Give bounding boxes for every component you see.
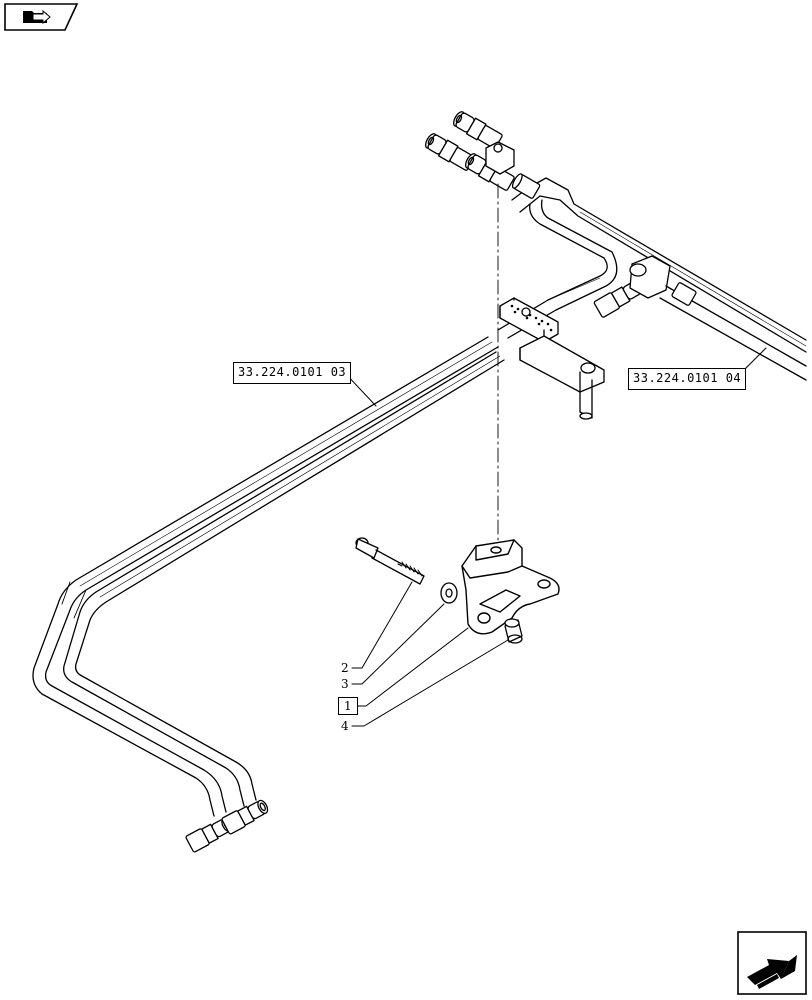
bolt-part-2: [355, 537, 425, 585]
washer-part-3: [440, 582, 458, 604]
right-junction: [593, 255, 807, 381]
left-pipe-assembly: [32, 336, 505, 817]
left-end-fittings: [185, 799, 269, 853]
ref-label-right[interactable]: 33.224.0101 04: [628, 368, 747, 390]
folder-arrow-icon[interactable]: [3, 2, 79, 32]
manifold-block: [499, 297, 605, 420]
leader-lines: [343, 347, 767, 727]
spacer-part-4: [504, 618, 523, 644]
bracket-part-1: [461, 539, 560, 635]
callout-item-1[interactable]: 1: [338, 697, 358, 715]
next-page-arrow-icon[interactable]: [737, 931, 807, 995]
top-fittings: [425, 111, 541, 199]
ref-label-left[interactable]: 33.224.0101 03: [233, 362, 352, 384]
callout-item-4: 4: [341, 719, 349, 733]
callout-item-2: 2: [341, 661, 349, 675]
callout-item-3: 3: [341, 677, 349, 691]
